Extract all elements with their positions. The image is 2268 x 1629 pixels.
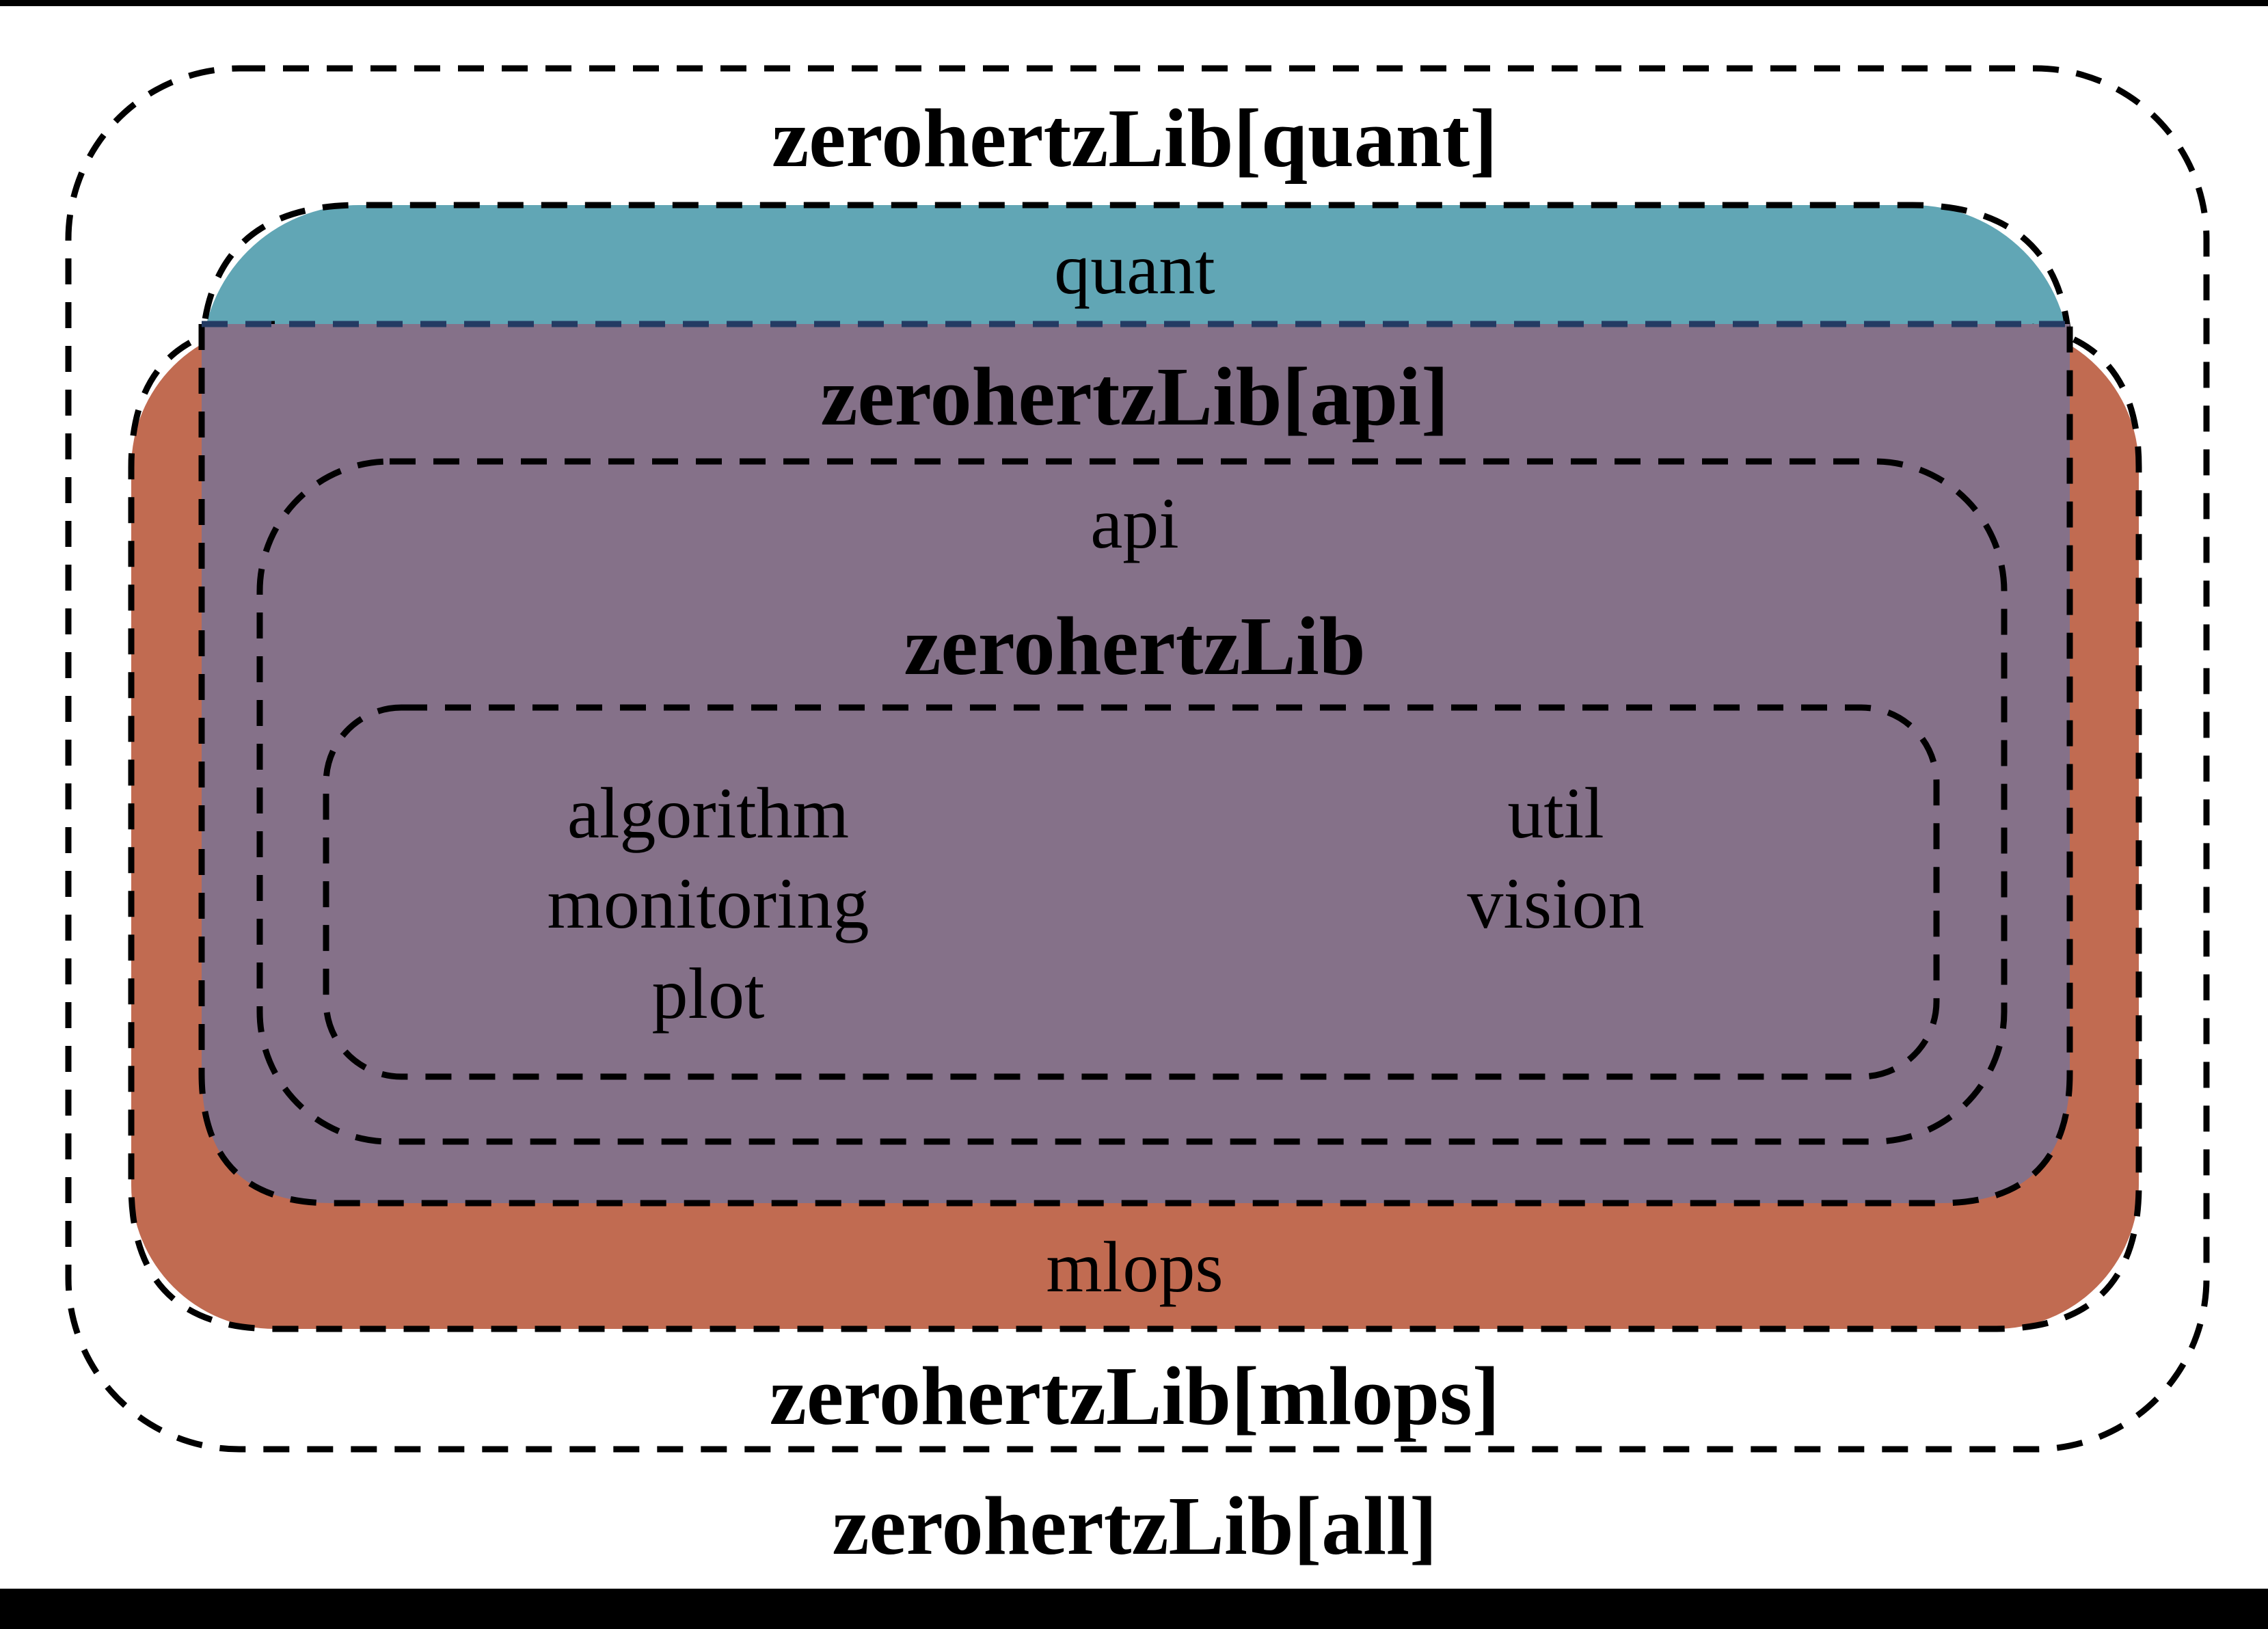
api-extra-label: zerohertzLib[api] [820,351,1448,443]
module-plot: plot [652,954,765,1034]
module-monitoring: monitoring [547,863,869,943]
core-modules-box [323,704,1940,1080]
quant-label: quant [1054,229,1215,309]
all-label: zerohertzLib[all] [832,1480,1437,1572]
api-extra-region-border [198,324,2073,1207]
mlops-label: mlops [1046,1227,1223,1307]
module-util: util [1507,773,1604,853]
api-label: api [1090,483,1179,563]
api-region [256,458,2008,1145]
api-extra-region [202,324,2070,1203]
module-vision: vision [1467,863,1644,943]
quant-mlops-extra-region [65,65,2210,1453]
top-border-strip [0,0,2268,6]
bottom-border-bar [0,1589,2268,1629]
module-algorithm: algorithm [567,773,849,853]
quant-region-border [198,202,2073,363]
core-label: zerohertzLib [904,600,1365,692]
quant-extra-label: zerohertzLib[quant] [772,92,1498,185]
mlops-extra-label: zerohertzLib[mlops] [770,1350,1500,1442]
